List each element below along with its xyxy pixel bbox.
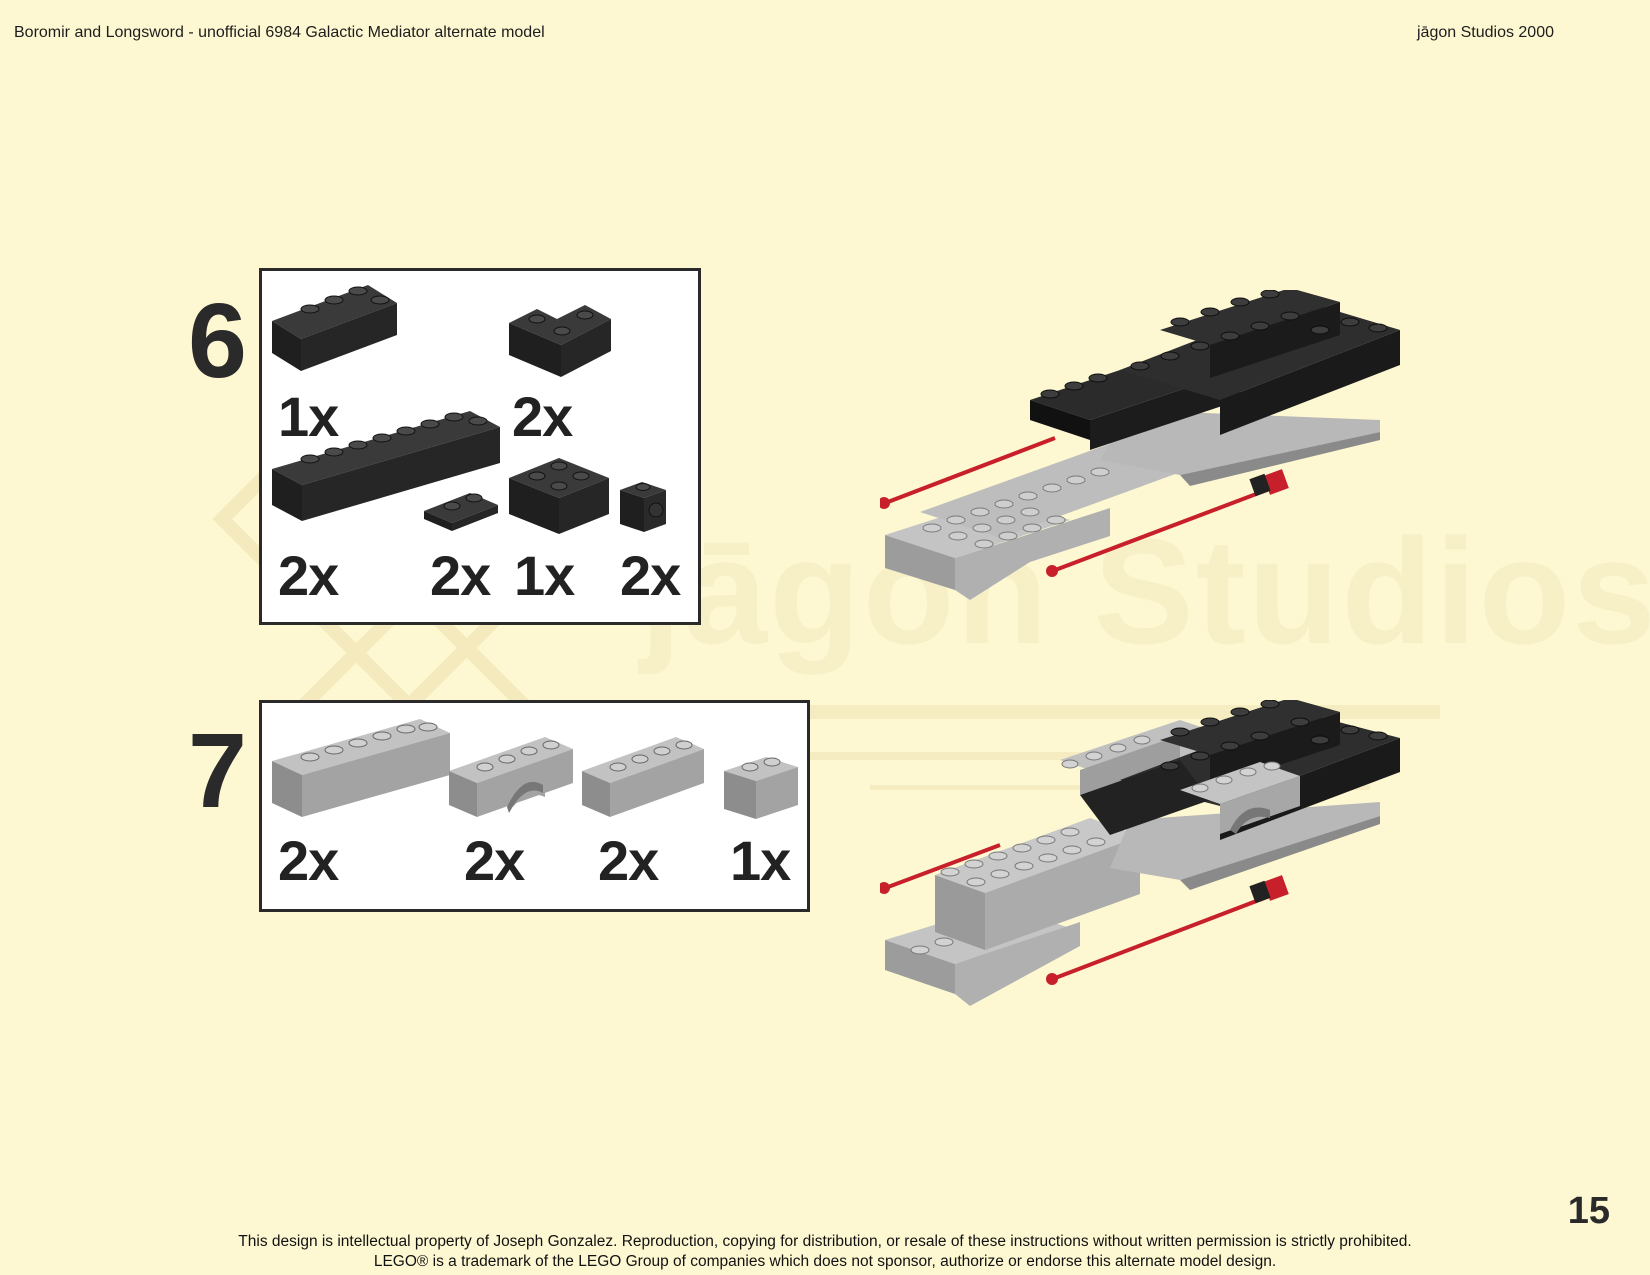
document-title: Boromir and Longsword - unofficial 6984 … <box>14 24 545 41</box>
part-black-corner-brick <box>509 305 611 377</box>
part-black-1x4-brick <box>272 285 397 371</box>
part-gray-1x4-arch <box>449 737 573 817</box>
studio-credit: jāgon Studios 2000 <box>1417 24 1554 41</box>
part-gray-1x6-brick <box>272 719 450 817</box>
step-7-part-2-qty: 2x <box>464 829 525 892</box>
step-6-part-1-qty: 1x <box>278 385 339 448</box>
step-7-part-1-qty: 2x <box>278 829 339 892</box>
part-black-1x8-brick <box>272 411 500 521</box>
page-number: 15 <box>1567 1190 1610 1232</box>
step-6-part-2-qty: 2x <box>512 385 573 448</box>
step-7-model-render <box>880 700 1400 1006</box>
part-black-2x2-brick <box>509 458 609 534</box>
copyright-footer: This design is intellectual property of … <box>0 1232 1650 1272</box>
trademark-line: LEGO® is a trademark of the LEGO Group o… <box>373 1253 1277 1270</box>
part-gray-1x4-brick <box>582 737 704 817</box>
step-7-number: 7 <box>188 712 247 830</box>
step-6-part-6-qty: 2x <box>620 544 681 607</box>
step-7-part-4-qty: 1x <box>730 829 791 892</box>
step-7-parts-box: 2x 2x 2x 1x <box>259 700 810 912</box>
step-6-number: 6 <box>188 282 247 400</box>
step-6-part-4-qty: 2x <box>430 544 491 607</box>
step-6-model-render <box>880 290 1400 600</box>
part-gray-1x2-brick <box>724 757 798 819</box>
step-6-parts-box: 1x 2x 2x 2x <box>259 268 701 625</box>
step-6-part-3-qty: 2x <box>278 544 339 607</box>
part-black-1x1-side-stud-brick <box>620 482 666 532</box>
part-black-1x2-plate <box>424 493 498 531</box>
copyright-line: This design is intellectual property of … <box>238 1233 1412 1250</box>
step-6-part-5-qty: 1x <box>514 544 575 607</box>
step-7-part-3-qty: 2x <box>598 829 659 892</box>
